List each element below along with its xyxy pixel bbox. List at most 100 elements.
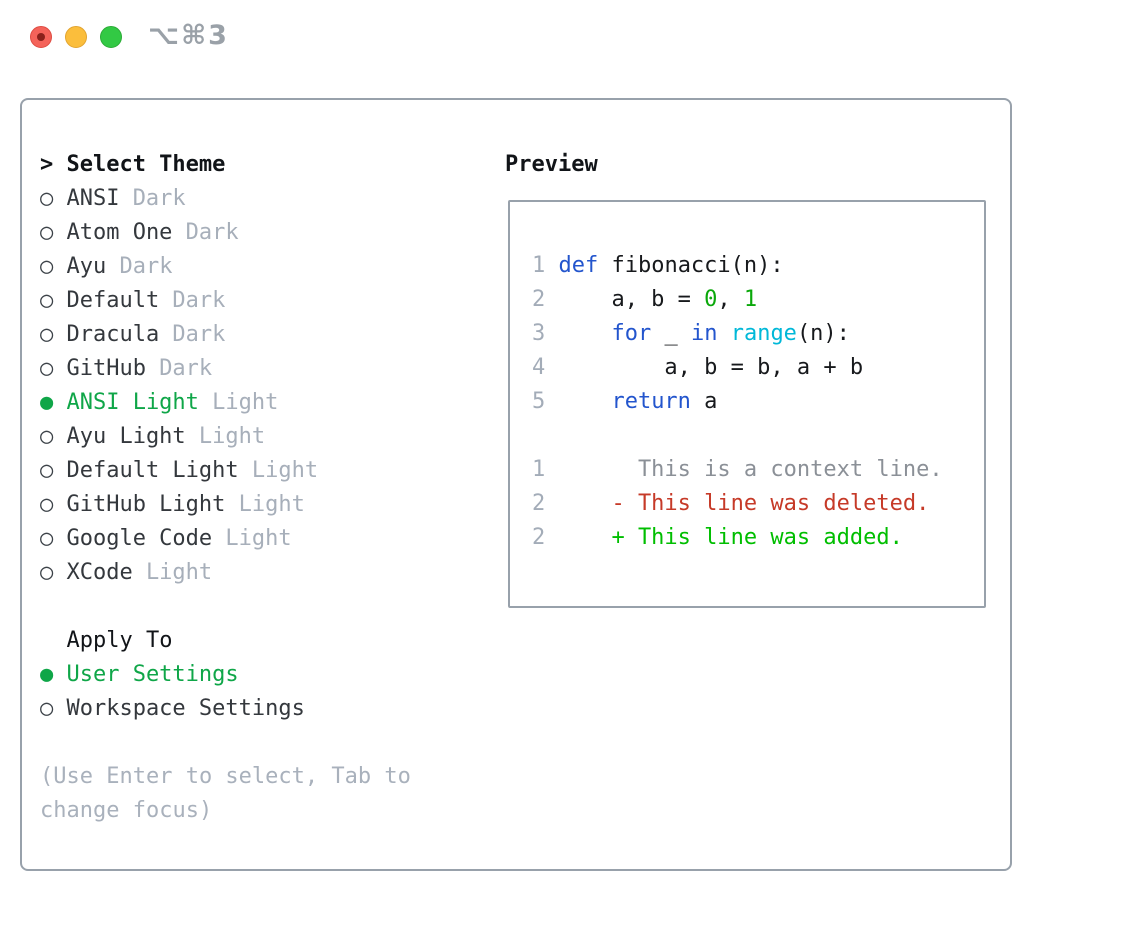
select-theme-header: > Select Theme — [40, 148, 460, 182]
diff-line-deleted: 2 - This line was deleted. — [532, 487, 984, 521]
theme-option-google-code[interactable]: ○ Google Code Light — [40, 522, 460, 556]
code-token: def — [558, 253, 599, 278]
theme-tag: Light — [251, 458, 319, 483]
diff-line-context: 1 This is a context line. — [532, 453, 984, 487]
code-token: in — [690, 321, 718, 346]
theme-label: Ayu Light — [66, 424, 186, 449]
window-shortcut-label: ⌥⌘3 — [148, 20, 229, 51]
apply-to-section: Apply To ● User Settings ○ Workspace Setti… — [40, 624, 460, 726]
diff-text: + This line was added. — [558, 525, 903, 550]
theme-tag: Light — [212, 390, 279, 415]
apply-option-user-settings[interactable]: ● User Settings — [40, 658, 460, 692]
theme-label: Ayu — [66, 254, 107, 279]
theme-option-github-dark[interactable]: ○ GitHub Dark — [40, 352, 460, 386]
blank-line — [532, 419, 984, 453]
radio-icon: ○ — [40, 356, 54, 381]
code-line: 1 def fibonacci(n): — [532, 249, 984, 283]
theme-option-ansi-dark[interactable]: ○ ANSI Dark — [40, 182, 460, 216]
radio-icon: ○ — [40, 254, 54, 279]
code-token: , — [717, 287, 744, 312]
radio-selected-icon: ● — [40, 390, 54, 415]
line-number: 4 — [532, 355, 546, 380]
theme-tag: Dark — [172, 288, 226, 313]
theme-tag: Dark — [119, 254, 173, 279]
preview-pane: 1 def fibonacci(n): 2 a, b = 0, 1 3 for _… — [508, 200, 986, 608]
theme-label: GitHub — [66, 356, 146, 381]
theme-label: Default — [66, 288, 160, 313]
radio-icon: ○ — [40, 220, 54, 245]
line-number: 1 — [532, 457, 546, 482]
code-line: 3 for _ in range(n): — [532, 317, 984, 351]
code-line: 4 a, b = b, a + b — [532, 351, 984, 385]
theme-tag: Dark — [132, 186, 186, 211]
line-number: 2 — [532, 287, 546, 312]
line-number: 2 — [532, 491, 546, 516]
line-number: 3 — [532, 321, 546, 346]
theme-option-ayu-dark[interactable]: ○ Ayu Dark — [40, 250, 460, 284]
code-line: 5 return a — [532, 385, 984, 419]
apply-option-label: User Settings — [66, 662, 239, 687]
titlebar: ⌥⌘3 — [0, 0, 1140, 80]
hint-text: (Use Enter to select, Tab to change focu… — [40, 764, 411, 823]
apply-option-workspace-settings[interactable]: ○ Workspace Settings — [40, 692, 460, 726]
radio-icon: ○ — [40, 696, 54, 721]
code-token — [558, 389, 611, 414]
minimize-button[interactable] — [65, 26, 87, 48]
radio-icon: ○ — [40, 560, 54, 585]
line-number: 5 — [532, 389, 546, 414]
radio-selected-icon: ● — [40, 662, 54, 687]
radio-icon: ○ — [40, 186, 54, 211]
theme-tag: Light — [145, 560, 213, 585]
code-token: _ — [651, 321, 691, 346]
code-token: fibonacci(n): — [598, 253, 784, 278]
theme-label: Atom One — [66, 220, 173, 245]
theme-option-ayu-light[interactable]: ○ Ayu Light Light — [40, 420, 460, 454]
theme-option-xcode[interactable]: ○ XCode Light — [40, 556, 460, 590]
theme-label: ANSI — [66, 186, 120, 211]
code-token: a, b = — [558, 287, 705, 312]
theme-label: GitHub Light — [66, 492, 226, 517]
radio-icon: ○ — [40, 288, 54, 313]
code-token: a — [690, 389, 718, 414]
line-number: 1 — [532, 253, 546, 278]
theme-tag: Light — [225, 526, 292, 551]
code-token: 0 — [704, 287, 718, 312]
close-button[interactable] — [30, 26, 52, 48]
diff-text: This is a context line. — [558, 457, 943, 482]
theme-tag: Dark — [185, 220, 239, 245]
code-token: (n): — [796, 321, 850, 346]
apply-to-header: Apply To — [66, 628, 173, 653]
zoom-button[interactable] — [100, 26, 122, 48]
radio-icon: ○ — [40, 492, 54, 517]
code-token: range — [730, 321, 797, 346]
diff-line-added: 2 + This line was added. — [532, 521, 984, 555]
section-title: Select Theme — [66, 152, 226, 177]
focus-caret-icon: > — [40, 152, 54, 177]
code-line: 2 a, b = 0, 1 — [532, 283, 984, 317]
theme-label: Default Light — [66, 458, 239, 483]
line-number: 2 — [532, 525, 546, 550]
radio-icon: ○ — [40, 424, 54, 449]
theme-tag: Dark — [172, 322, 226, 347]
theme-tag: Dark — [159, 356, 213, 381]
theme-label: ANSI Light — [66, 390, 199, 415]
radio-icon: ○ — [40, 458, 54, 483]
code-token: 1 — [743, 287, 758, 312]
code-token — [558, 321, 611, 346]
theme-option-default-light[interactable]: ○ Default Light Light — [40, 454, 460, 488]
radio-icon: ○ — [40, 526, 54, 551]
theme-tag: Light — [198, 424, 266, 449]
theme-label: XCode — [66, 560, 133, 585]
code-token — [717, 321, 730, 346]
theme-option-atom-one-dark[interactable]: ○ Atom One Dark — [40, 216, 460, 250]
theme-label: Google Code — [66, 526, 213, 551]
theme-option-default-dark[interactable]: ○ Default Dark — [40, 284, 460, 318]
theme-option-ansi-light[interactable]: ● ANSI Light Light — [40, 386, 460, 420]
apply-option-label: Workspace Settings — [66, 696, 305, 721]
